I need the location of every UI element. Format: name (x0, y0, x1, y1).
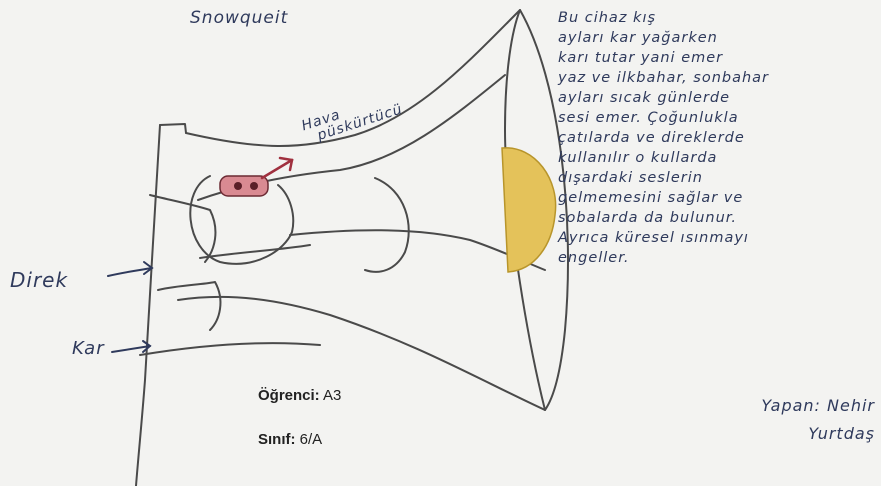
signature-line1: Yapan: Nehir (665, 392, 875, 420)
signature-line2: Yurtdaş (665, 420, 875, 448)
description-line: ayları sıcak günlerde (558, 88, 876, 108)
description-line: karı tutar yani emer (558, 48, 876, 68)
description-line: gelmemesini sağlar ve (558, 188, 876, 208)
student-value: A3 (323, 387, 341, 404)
description-text: Bu cihaz kış ayları kar yağarken karı tu… (558, 8, 876, 268)
drawing-title: Snowqueit (190, 8, 288, 28)
description-line: yaz ve ilkbahar, sonbahar (558, 68, 876, 88)
description-line: kullanılır o kullarda (558, 148, 876, 168)
horn-inner-lower-2 (200, 245, 310, 258)
description-line: Bu cihaz kış (558, 8, 876, 28)
air-nozzle (220, 176, 268, 196)
student-field: Öğrenci: A3 (258, 387, 341, 404)
description-line: dışardaki seslerin (558, 168, 876, 188)
label-kar: Kar (72, 338, 105, 359)
chamber-right (365, 178, 409, 272)
arm-lower (158, 282, 220, 330)
description-line: sesi emer. Çoğunlukla (558, 108, 876, 128)
horn-lower-edge (178, 297, 545, 410)
nozzle-hole-right (250, 182, 258, 190)
description-line: Ayrıca küresel ısınmayı (558, 228, 876, 248)
author-signature: Yapan: Nehir Yurtdaş (665, 392, 875, 448)
description-line: çatılarda ve direklerde (558, 128, 876, 148)
sound-absorber (502, 148, 556, 272)
class-label: Sınıf: (258, 431, 296, 448)
description-line: engeller. (558, 248, 876, 268)
student-label: Öğrenci: (258, 387, 320, 404)
label-direk: Direk (10, 268, 68, 292)
description-line: ayları kar yağarken (558, 28, 876, 48)
class-value: 6/A (300, 431, 323, 448)
description-line: sobalarda da bulunur. (558, 208, 876, 228)
nozzle-arrow (262, 160, 292, 178)
nozzle-hole-left (234, 182, 242, 190)
snow-line (140, 343, 320, 355)
pole-left-edge (136, 125, 160, 486)
class-field: Sınıf: 6/A (258, 431, 322, 448)
pole-top (160, 124, 186, 133)
